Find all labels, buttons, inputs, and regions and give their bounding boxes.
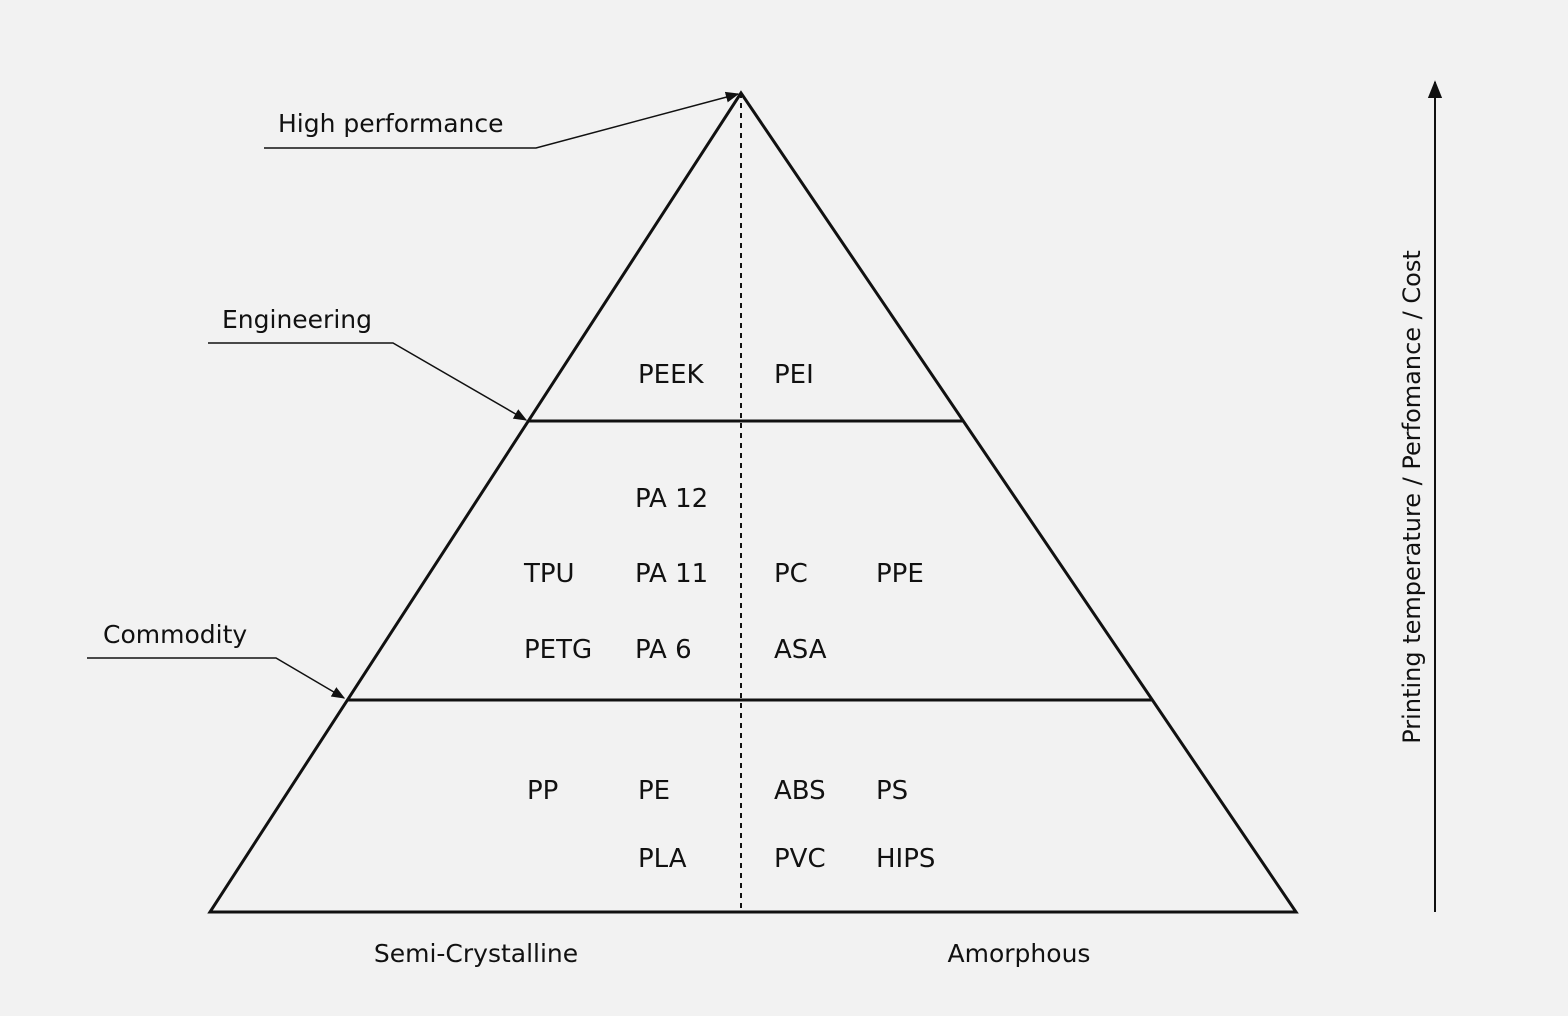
- high-performance-leader-arrow: [264, 91, 740, 149]
- label-semi-crystalline: Semi-Crystalline: [374, 939, 578, 968]
- material-pp: PP: [527, 776, 558, 806]
- material-pe: PE: [638, 776, 670, 806]
- material-pa-6: PA 6: [635, 635, 692, 665]
- material-pc: PC: [774, 559, 808, 589]
- material-abs: ABS: [774, 776, 826, 806]
- material-ppe: PPE: [876, 559, 924, 589]
- material-pla: PLA: [638, 844, 687, 874]
- material-pa-11: PA 11: [635, 559, 708, 589]
- material-pei: PEI: [774, 360, 814, 390]
- engineering-leader-arrow: [208, 342, 528, 421]
- commodity-leader-arrow: [87, 657, 346, 699]
- material-ps: PS: [876, 776, 908, 806]
- tier-label-high-performance: High performance: [278, 109, 504, 138]
- material-tpu: TPU: [523, 559, 575, 589]
- material-hips: HIPS: [876, 844, 935, 874]
- label-amorphous: Amorphous: [948, 939, 1091, 968]
- material-petg: PETG: [524, 635, 592, 665]
- tier-label-engineering: Engineering: [222, 305, 372, 334]
- pyramid-outline: [207, 90, 1299, 914]
- material-peek: PEEK: [638, 360, 705, 390]
- material-pa-12: PA 12: [635, 484, 708, 514]
- material-pvc: PVC: [774, 844, 826, 874]
- material-asa: ASA: [774, 635, 827, 665]
- tier-label-commodity: Commodity: [103, 620, 247, 649]
- vertical-axis-label: Printing temperature / Perfomance / Cost: [1398, 250, 1426, 744]
